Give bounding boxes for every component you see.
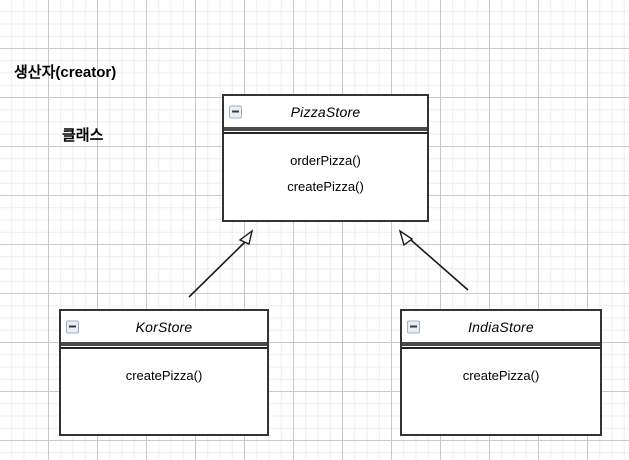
minus-square-icon[interactable] [229,105,242,118]
class-box-pizzastore[interactable]: PizzaStore orderPizza() createPizza() [222,94,429,222]
class-method: createPizza() [462,368,540,383]
class-divider [61,342,267,349]
generalization-korstore-to-pizzastore [188,229,254,298]
class-name-indiastore: IndiaStore [468,318,534,335]
class-header-pizzastore: PizzaStore [224,96,427,127]
class-box-indiastore[interactable]: IndiaStore createPizza() [400,309,602,436]
class-divider [402,342,600,349]
minus-bar [410,325,417,328]
minus-bar [232,110,239,113]
class-method: createPizza() [287,179,364,194]
class-method: createPizza() [125,368,203,383]
minus-square-icon[interactable] [407,320,420,333]
class-name-korstore: KorStore [135,318,193,335]
minus-square-icon[interactable] [66,320,79,333]
class-members-korstore: createPizza() [61,349,267,434]
minus-bar [69,325,76,328]
class-header-korstore: KorStore [61,311,267,342]
class-box-korstore[interactable]: KorStore createPizza() [59,309,269,436]
class-members-indiastore: createPizza() [402,349,600,434]
page-title-line-2: 클래스 [62,127,104,144]
class-header-indiastore: IndiaStore [402,311,600,342]
class-divider [224,127,427,134]
page-title-line-1: 생산자(creator) [14,64,117,81]
generalization-indiastore-to-pizzastore [398,229,469,291]
class-name-pizzastore: PizzaStore [290,103,361,120]
class-method: orderPizza() [290,153,361,168]
page-title: 생산자(creator) 클래스 [14,20,254,188]
class-members-pizzastore: orderPizza() createPizza() [224,134,427,220]
